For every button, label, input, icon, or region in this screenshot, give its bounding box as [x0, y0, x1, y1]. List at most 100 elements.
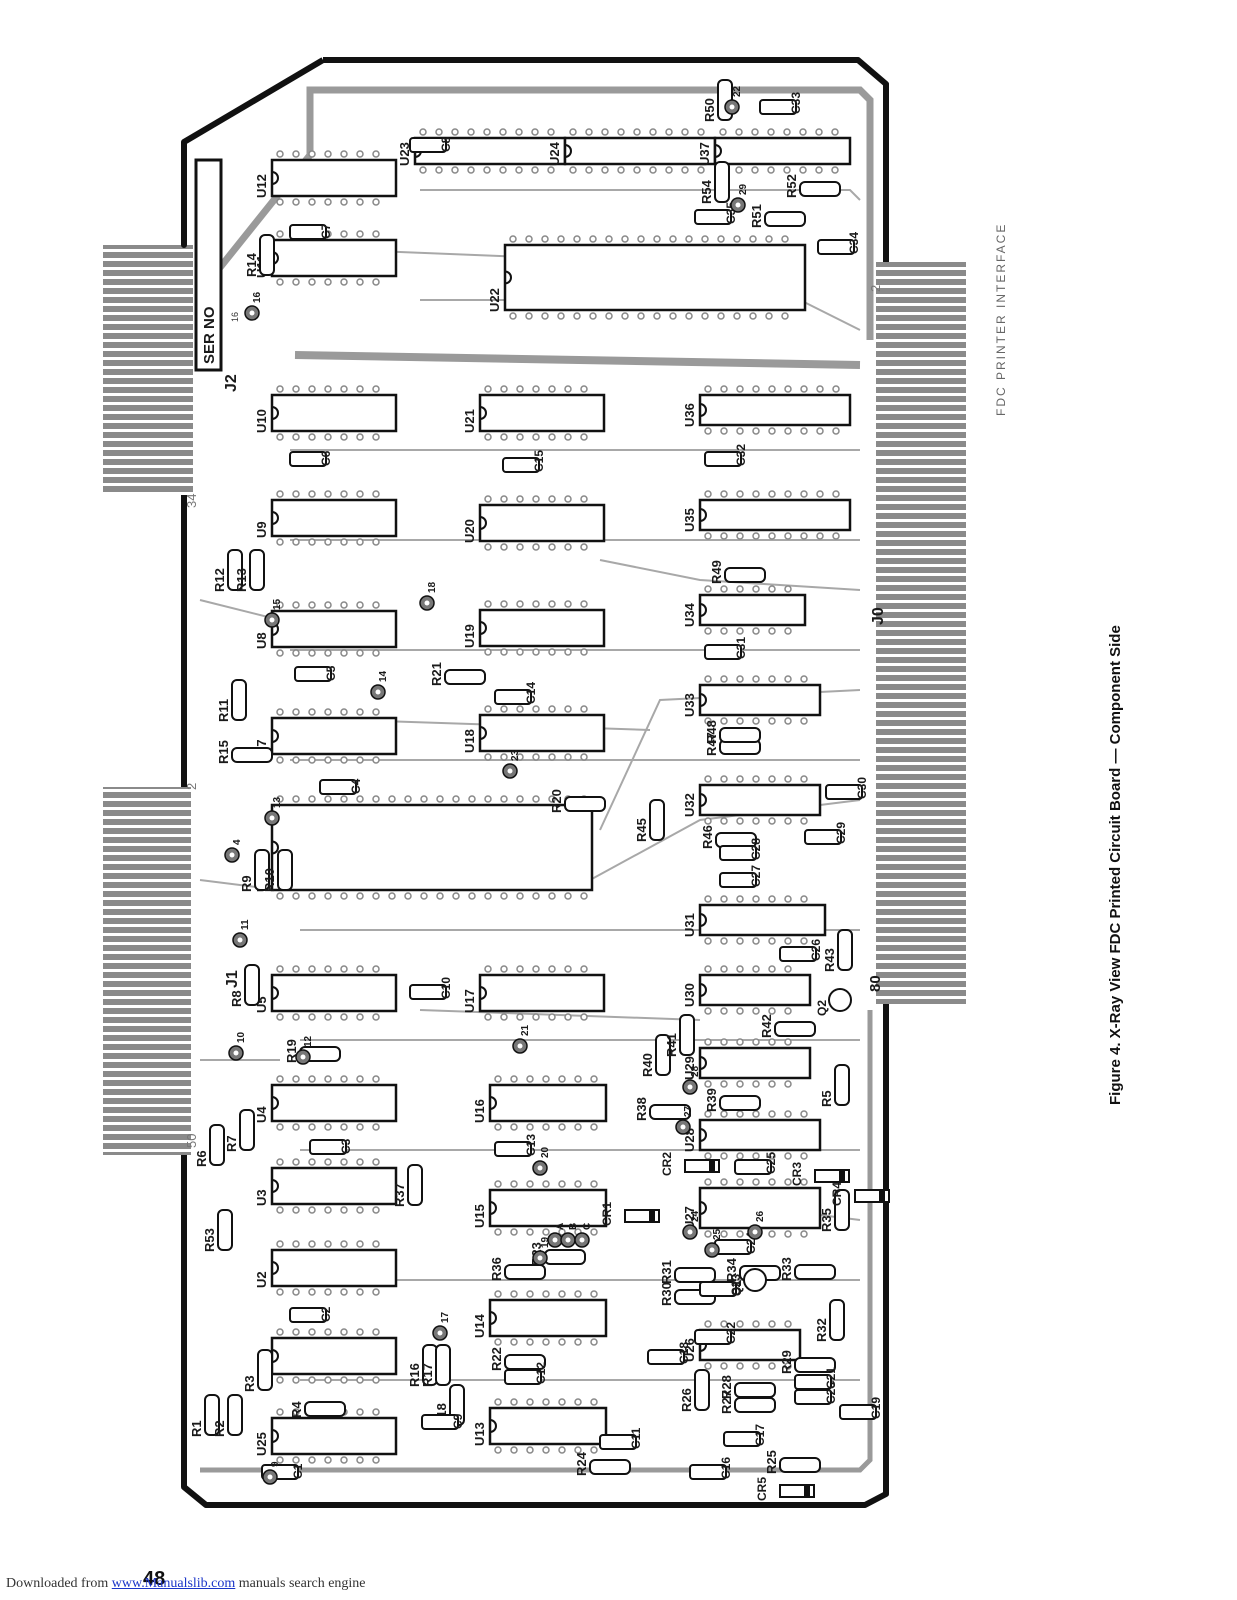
- pad: [564, 433, 572, 441]
- semi-label-cr4: CR4: [830, 1182, 844, 1206]
- pad: [340, 1456, 348, 1464]
- pad: [532, 892, 540, 900]
- capacitor-label-c6: C6: [319, 450, 333, 466]
- pad: [467, 166, 475, 174]
- manualslib-link[interactable]: www.Manualslib.com: [111, 1576, 236, 1591]
- chip-label-u18: U18: [462, 729, 477, 753]
- pad: [589, 312, 597, 320]
- pad: [589, 235, 597, 243]
- chip-label-u20: U20: [462, 519, 477, 543]
- pad: [484, 433, 492, 441]
- resistor-r54: [714, 161, 730, 203]
- chip-u22: [503, 243, 807, 312]
- pad: [752, 1007, 760, 1015]
- pad: [548, 753, 556, 761]
- resistor-label-r17: R17: [420, 1363, 435, 1387]
- pad: [515, 166, 523, 174]
- pad: [292, 795, 300, 803]
- pad: [590, 1180, 598, 1188]
- chip-notch: [271, 1096, 279, 1110]
- pad: [574, 1180, 582, 1188]
- chip-notch: [504, 270, 512, 285]
- pad: [784, 675, 792, 683]
- capacitor-c15: [502, 457, 540, 473]
- j0-edge-fingers: [876, 262, 966, 1004]
- pad: [292, 708, 300, 716]
- pad: [783, 166, 791, 174]
- pad: [372, 1013, 380, 1021]
- pad: [580, 965, 588, 973]
- pad: [558, 1398, 566, 1406]
- pad: [800, 895, 808, 903]
- resistor-r42: [774, 1021, 816, 1037]
- pad: [720, 627, 728, 635]
- pad: [435, 166, 443, 174]
- pad: [484, 600, 492, 608]
- resistor-r53: [217, 1209, 233, 1251]
- pad: [308, 490, 316, 498]
- pad: [526, 1075, 534, 1083]
- capacitor-label-c22: C22: [724, 1322, 738, 1344]
- semi-label-cr3: CR3: [790, 1162, 804, 1186]
- pad: [681, 128, 689, 136]
- pad: [276, 1013, 284, 1021]
- pad: [815, 166, 823, 174]
- pad: [356, 1328, 364, 1336]
- pad: [484, 705, 492, 713]
- capacitor-label-c5: C5: [324, 665, 338, 681]
- pad: [617, 128, 625, 136]
- test-point-hole: [507, 768, 513, 774]
- pad: [324, 538, 332, 546]
- pad: [542, 1180, 550, 1188]
- pad: [720, 1152, 728, 1160]
- chip-label-u25: U25: [254, 1432, 269, 1456]
- pad: [276, 1075, 284, 1083]
- chip-notch: [479, 406, 487, 420]
- pad: [752, 1038, 760, 1046]
- chip-label-u16: U16: [472, 1099, 487, 1123]
- pad: [719, 128, 727, 136]
- chip-notch: [699, 983, 707, 997]
- pad: [356, 1123, 364, 1131]
- pad: [751, 128, 759, 136]
- resistor-r10: [277, 849, 293, 891]
- pad: [516, 892, 524, 900]
- pad: [308, 538, 316, 546]
- pad: [404, 795, 412, 803]
- pad: [356, 198, 364, 206]
- pad: [356, 795, 364, 803]
- test-point-hole: [437, 1330, 443, 1336]
- pad: [372, 1123, 380, 1131]
- pad: [558, 1123, 566, 1131]
- pad: [720, 775, 728, 783]
- chip-notch: [489, 1311, 497, 1325]
- pad: [276, 1206, 284, 1214]
- resistor-label-r40: R40: [640, 1053, 655, 1077]
- pad: [484, 1013, 492, 1021]
- test-point-label-11: 11: [240, 919, 251, 930]
- pad: [372, 965, 380, 973]
- pad: [800, 1152, 808, 1160]
- chip-label-u31: U31: [682, 913, 697, 937]
- pad: [768, 532, 776, 540]
- pad: [500, 795, 508, 803]
- resistor-label-r41: R41: [664, 1033, 679, 1057]
- chip-notch: [271, 1349, 279, 1363]
- pad: [324, 1456, 332, 1464]
- resistor-r6: [209, 1124, 225, 1166]
- pad: [510, 1123, 518, 1131]
- pad: [292, 649, 300, 657]
- chip-u37: [713, 136, 852, 166]
- pad: [372, 1456, 380, 1464]
- pad: [509, 312, 517, 320]
- pad: [388, 892, 396, 900]
- pad: [548, 385, 556, 393]
- pad: [356, 1206, 364, 1214]
- pad: [372, 1288, 380, 1296]
- pad: [532, 1013, 540, 1021]
- resistor-label-r14: R14: [244, 252, 259, 277]
- pad: [404, 892, 412, 900]
- resistor-label-r16: R16: [407, 1363, 422, 1387]
- pad: [308, 1075, 316, 1083]
- chip-u6: [270, 803, 594, 892]
